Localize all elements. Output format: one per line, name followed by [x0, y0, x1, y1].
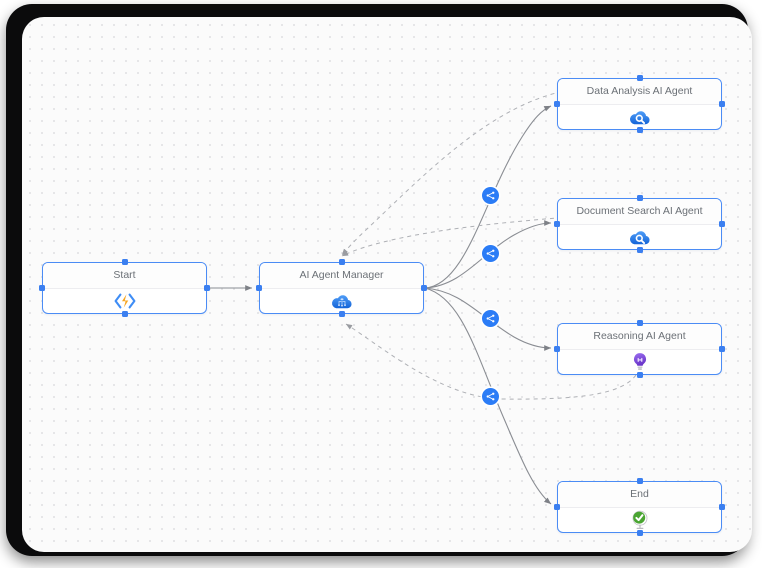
node-start[interactable]: Start — [39, 259, 210, 317]
cloud-ai-icon — [331, 295, 352, 309]
handle-right[interactable] — [718, 504, 725, 510]
handle-top[interactable] — [636, 75, 643, 82]
handle-bottom[interactable] — [338, 310, 345, 317]
node-data-analysis-ai-agent[interactable]: Data Analysis AI Agent — [554, 75, 725, 133]
node-reasoning-ai-agent[interactable]: Reasoning AI Agent — [554, 320, 725, 378]
node-body — [558, 225, 721, 249]
handle-right[interactable] — [718, 101, 725, 107]
badge-end[interactable] — [481, 387, 499, 405]
node-title: End — [558, 482, 721, 508]
branch-icon — [486, 392, 494, 400]
code-lightning-icon — [114, 291, 135, 311]
handle-left[interactable] — [256, 285, 263, 291]
handle-top[interactable] — [636, 195, 643, 202]
handle-left[interactable] — [554, 101, 561, 107]
node-title: Reasoning AI Agent — [558, 324, 721, 350]
handle-right[interactable] — [718, 346, 725, 352]
edge-document-search-to-manager — [341, 216, 571, 257]
node-title: AI Agent Manager — [260, 263, 423, 289]
handle-bottom[interactable] — [636, 371, 643, 378]
branch-icon — [486, 249, 494, 257]
cloud-search-icon — [629, 111, 650, 125]
node-ai-agent-manager[interactable]: AI Agent Manager — [256, 259, 427, 317]
handle-left[interactable] — [39, 285, 46, 291]
branch-icon — [486, 314, 494, 322]
node-title: Start — [43, 263, 206, 289]
handle-bottom[interactable] — [636, 529, 643, 536]
handle-left[interactable] — [554, 346, 561, 352]
handle-left[interactable] — [554, 221, 561, 227]
node-title: Data Analysis AI Agent — [558, 79, 721, 105]
cloud-search-icon — [629, 231, 650, 245]
handle-right[interactable] — [718, 221, 725, 227]
node-end[interactable]: End — [554, 478, 725, 536]
handle-bottom[interactable] — [636, 246, 643, 253]
edge-data-analysis-to-manager — [341, 89, 571, 256]
node-body — [558, 105, 721, 129]
badge-document-search[interactable] — [481, 244, 499, 262]
handle-left[interactable] — [554, 504, 561, 510]
node-body — [43, 289, 206, 313]
globe-check-icon — [632, 510, 647, 530]
node-body — [558, 350, 721, 374]
badge-data-analysis[interactable] — [481, 186, 499, 204]
branch-icon — [486, 191, 494, 199]
handle-top[interactable] — [121, 259, 128, 266]
node-document-search-ai-agent[interactable]: Document Search AI Agent — [554, 195, 725, 253]
node-body — [558, 508, 721, 532]
handle-top[interactable] — [636, 478, 643, 485]
handle-top[interactable] — [338, 259, 345, 266]
handle-bottom[interactable] — [636, 126, 643, 133]
window-frame: Start AI Agent Manager — [6, 4, 752, 556]
handle-top[interactable] — [636, 320, 643, 327]
node-body — [260, 289, 423, 313]
handle-right[interactable] — [203, 285, 210, 291]
handle-right[interactable] — [420, 285, 427, 291]
badge-reasoning[interactable] — [481, 309, 499, 327]
flow-canvas[interactable]: Start AI Agent Manager — [22, 17, 752, 552]
lightbulb-icon — [633, 353, 646, 370]
node-title: Document Search AI Agent — [558, 199, 721, 225]
handle-bottom[interactable] — [121, 310, 128, 317]
